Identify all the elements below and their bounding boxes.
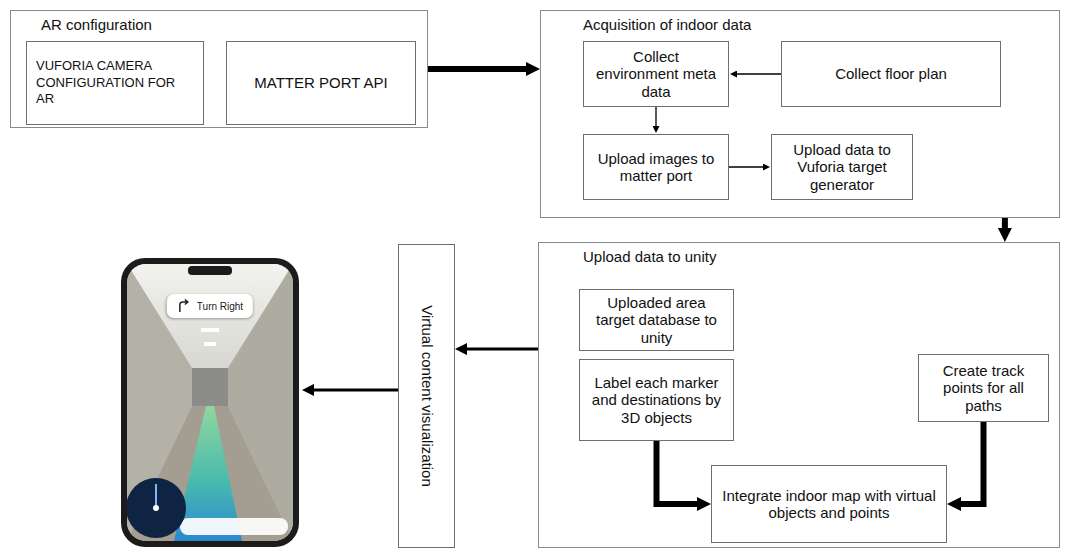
process-box: VUFORIA CAMERA CONFIGURATION FOR AR bbox=[26, 41, 204, 125]
process-box: Integrate indoor map with virtual object… bbox=[711, 465, 947, 543]
flow-arrow bbox=[1002, 218, 1008, 228]
hall-floor bbox=[127, 406, 293, 541]
connector-group bbox=[314, 69, 1005, 504]
panel-heading: AR configuration bbox=[41, 16, 152, 33]
process-box: Label each marker and destinations by 3D… bbox=[579, 359, 734, 441]
flow-arrow bbox=[428, 66, 526, 72]
process-box: Collect floor plan bbox=[781, 41, 1001, 107]
box-label: MATTER PORT API bbox=[254, 74, 387, 91]
box-label: Upload images to matter port bbox=[591, 150, 721, 185]
box-label: Label each marker and destinations by 3D… bbox=[587, 374, 726, 426]
destination-bar bbox=[180, 518, 288, 535]
panel-heading: Upload data to unity bbox=[583, 248, 716, 265]
panel-heading: Acquisition of indoor data bbox=[583, 16, 751, 33]
process-box: Uploaded area target database to unity bbox=[579, 289, 734, 351]
flow-arrow bbox=[655, 107, 656, 126]
process-box: Create track points for all paths bbox=[918, 354, 1049, 422]
turn-icon bbox=[177, 299, 191, 313]
instruction-pill: Turn Right bbox=[167, 294, 253, 318]
instruction-text: Turn Right bbox=[197, 301, 243, 312]
flow-arrow bbox=[314, 388, 398, 391]
flow-arrow bbox=[737, 73, 781, 74]
box-label: Collect environment meta data bbox=[591, 48, 721, 100]
ceiling-light bbox=[204, 342, 216, 346]
minimap bbox=[127, 478, 186, 538]
process-box: MATTER PORT API bbox=[226, 41, 416, 125]
box-label: Upload data to Vuforia target generator bbox=[779, 141, 905, 193]
minimap-dot bbox=[153, 505, 159, 511]
minimap-route bbox=[155, 484, 157, 508]
box-label: Uploaded area target database to unity bbox=[587, 294, 726, 346]
phone-bezel bbox=[121, 258, 299, 547]
phone-screen: Turn Right bbox=[118, 256, 302, 548]
flow-arrow bbox=[657, 441, 698, 504]
screen-ground bbox=[127, 264, 293, 541]
phone-screen-art bbox=[127, 264, 293, 541]
box-label: Virtual content visualization bbox=[418, 305, 435, 487]
box-label: Collect floor plan bbox=[835, 65, 947, 82]
ceiling-light bbox=[201, 328, 219, 332]
flow-arrow bbox=[729, 166, 763, 167]
process-box: Upload data to Vuforia target generator bbox=[771, 134, 913, 200]
group-panel: Acquisition of indoor dataCollect enviro… bbox=[540, 10, 1060, 218]
box-label: Create track points for all paths bbox=[926, 362, 1041, 414]
box-label: Integrate indoor map with virtual object… bbox=[719, 487, 939, 522]
group-panel: Upload data to unityUploaded area target… bbox=[538, 242, 1060, 548]
group-panel: AR configurationVUFORIA CAMERA CONFIGURA… bbox=[10, 10, 428, 128]
box-label: VUFORIA CAMERA CONFIGURATION FOR AR bbox=[36, 58, 196, 109]
stage-box: Virtual content visualization bbox=[398, 244, 455, 548]
turn-icon-path bbox=[180, 300, 188, 313]
flow-arrow bbox=[961, 422, 984, 504]
hall-end bbox=[192, 368, 228, 406]
phone-notch bbox=[188, 266, 232, 275]
process-box: Collect environment meta data bbox=[583, 41, 729, 107]
process-box: Upload images to matter port bbox=[583, 134, 729, 200]
flow-arrow bbox=[467, 348, 538, 351]
